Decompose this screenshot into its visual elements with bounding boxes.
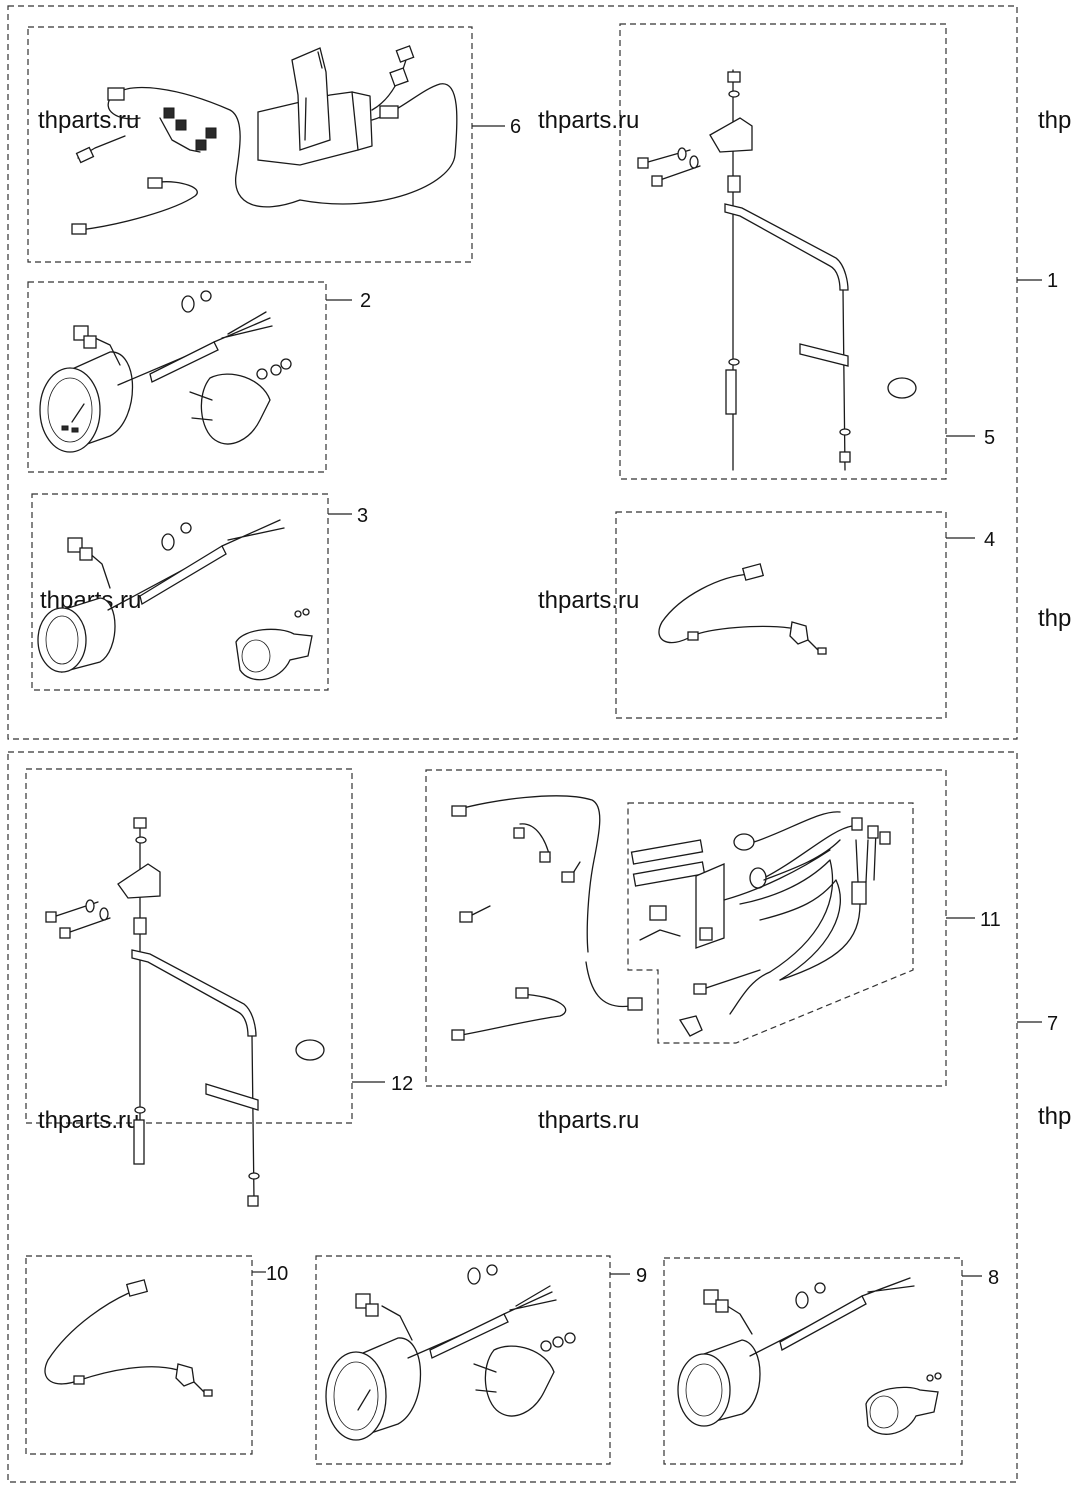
box-5 — [619, 23, 947, 480]
group-box-1 — [7, 5, 1018, 740]
tachometer-gauge-icon — [325, 1264, 576, 1441]
callout-7: 7 — [1047, 1013, 1058, 1035]
watermark: thparts.ru — [38, 107, 139, 134]
callout-4: 4 — [984, 529, 995, 551]
callout-12: 12 — [391, 1073, 413, 1095]
remote-control-harness-icon — [71, 45, 458, 235]
wire-lead-icon — [44, 1279, 213, 1397]
box-11-inner — [627, 802, 914, 1044]
box-11 — [425, 769, 947, 1087]
callout-1: 1 — [1047, 270, 1058, 292]
box-8 — [663, 1257, 963, 1465]
watermark: thparts.ru — [538, 1107, 639, 1134]
watermark: thparts.ru — [38, 1107, 139, 1134]
box-4 — [615, 511, 947, 719]
tachometer-gauge-icon — [39, 290, 292, 453]
group-box-7 — [7, 751, 1018, 1483]
main-harness-icon — [451, 795, 891, 1041]
box-9 — [315, 1255, 611, 1465]
box-6 — [27, 26, 473, 263]
callout-10: 10 — [266, 1263, 288, 1285]
box-10 — [25, 1255, 253, 1455]
trim-gauge-icon — [37, 519, 313, 681]
callout-6: 6 — [510, 116, 521, 138]
box-12 — [25, 768, 353, 1124]
watermark: thparts.ru — [538, 587, 639, 614]
watermark-partial: thp — [1038, 107, 1071, 134]
callout-5: 5 — [984, 427, 995, 449]
callout-11: 11 — [980, 909, 1001, 931]
callout-2: 2 — [360, 290, 371, 312]
trim-gauge-icon — [677, 1277, 942, 1435]
callout-9: 9 — [636, 1265, 647, 1287]
watermark-partial: thp — [1038, 1103, 1071, 1130]
box-2 — [27, 281, 327, 473]
wire-lead-icon — [658, 563, 827, 655]
bracket-rod-icon — [45, 817, 325, 1207]
callout-8: 8 — [988, 1267, 999, 1289]
callout-3: 3 — [357, 505, 368, 527]
bracket-rod-icon — [637, 69, 917, 471]
watermark-partial: thp — [1038, 605, 1071, 632]
watermark: thparts.ru — [538, 107, 639, 134]
box-3 — [31, 493, 329, 691]
